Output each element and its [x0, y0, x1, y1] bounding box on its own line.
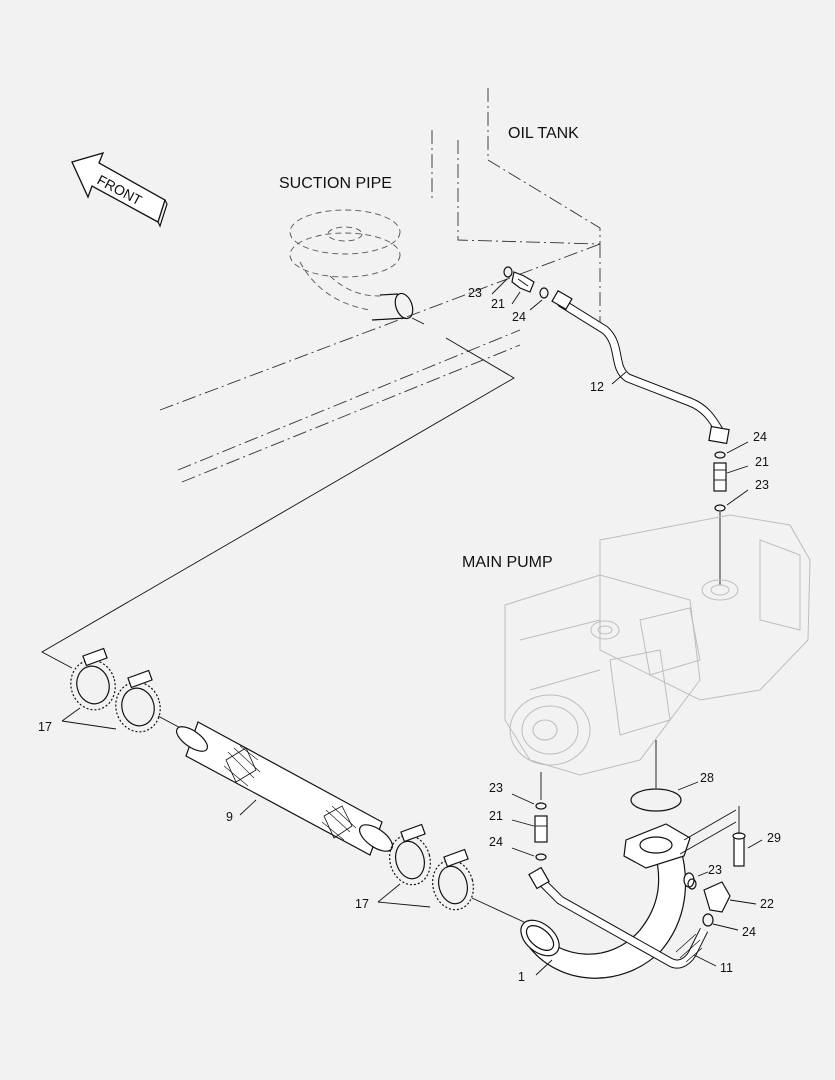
main-pump-drawing: [504, 514, 811, 776]
callout-21-bottom: 21: [489, 809, 503, 823]
callout-24-mid: 24: [753, 430, 767, 444]
oil-tank-outline: [159, 88, 601, 483]
callout-1: 1: [518, 970, 525, 984]
callout-17-lower: 17: [355, 897, 369, 911]
callout-23-bottom: 23: [489, 781, 503, 795]
callout-29: 29: [767, 831, 781, 845]
clamps-lower: [377, 823, 525, 923]
hose-11: [528, 866, 717, 969]
bottom-fittings: [511, 772, 548, 861]
callout-21-mid: 21: [755, 455, 769, 469]
elbow-22: [687, 871, 757, 931]
callout-28: 28: [700, 771, 714, 785]
callout-12: 12: [590, 380, 604, 394]
callout-24-bottom: 24: [489, 835, 503, 849]
callout-23-right: 23: [708, 863, 722, 877]
main-pump-label: MAIN PUMP: [462, 554, 553, 571]
callout-23-top: 23: [468, 286, 482, 300]
callout-22: 22: [760, 897, 774, 911]
suction-pipe-label: SUCTION PIPE: [279, 175, 392, 192]
callout-17-upper: 17: [38, 720, 52, 734]
oil-tank-label: OIL TANK: [508, 125, 579, 142]
suction-leader: [41, 337, 515, 669]
mid-fittings: [713, 441, 749, 585]
clamps-upper: [61, 647, 189, 733]
callout-24-top: 24: [512, 310, 526, 324]
callout-9: 9: [226, 810, 233, 824]
callout-11: 11: [720, 961, 733, 975]
oring-and-bolt: [630, 740, 763, 867]
front-arrow: FRONT: [71, 152, 168, 228]
top-fittings: [491, 266, 549, 311]
hose-12: [551, 289, 730, 445]
tube-9: [175, 721, 393, 856]
suction-pipe-drawing: [289, 209, 425, 325]
callout-24-right: 24: [742, 925, 756, 939]
callout-21-top: 21: [491, 297, 505, 311]
callout-23-mid: 23: [755, 478, 769, 492]
